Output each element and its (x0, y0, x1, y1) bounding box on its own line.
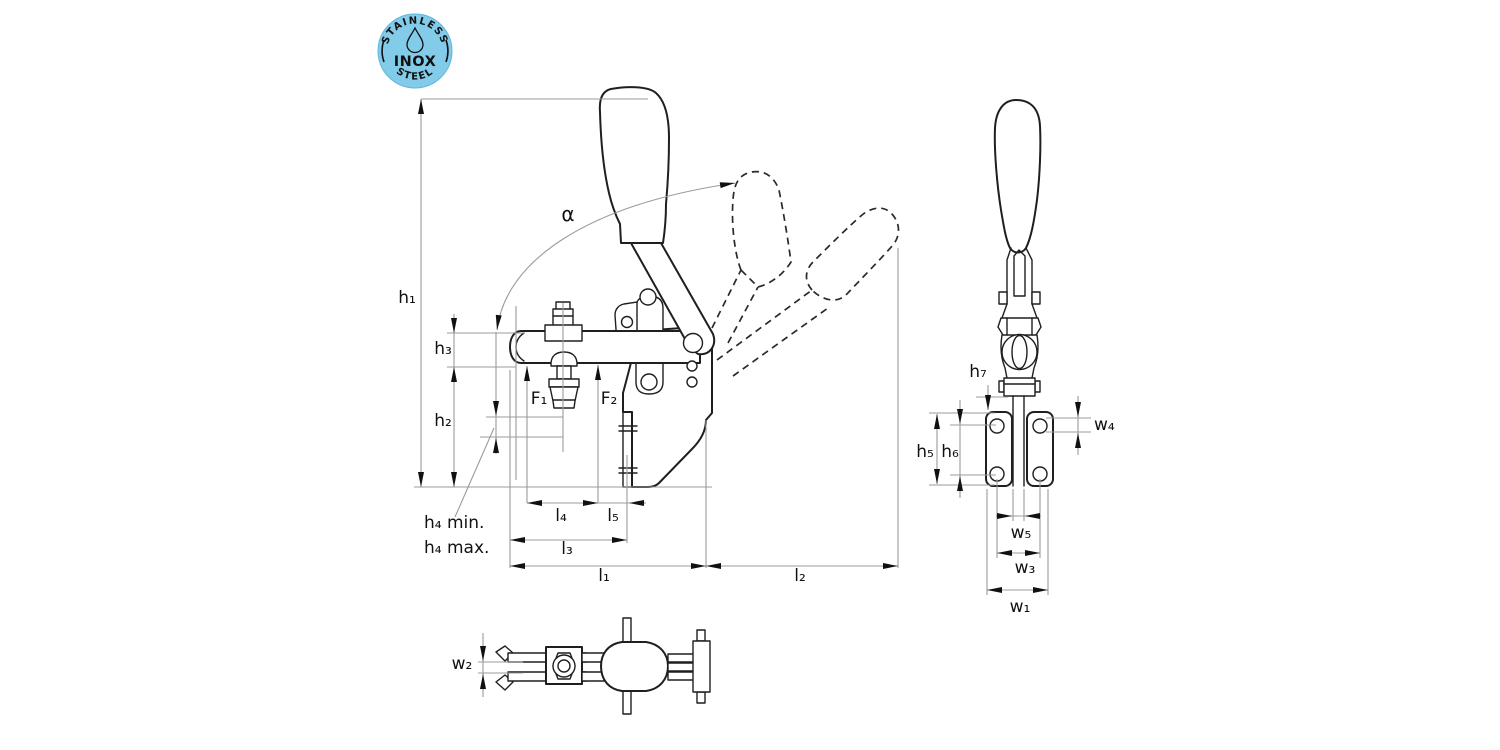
body-pivot-hole (682, 332, 704, 354)
rubber-tip (549, 386, 579, 409)
side-view-dimensions: h₁ h₃ h₂ h₄ min. h₄ max. F₁ F₂ α l₄ l₅ l… (398, 98, 899, 586)
badge-circle (377, 13, 453, 89)
mount-hole-tl (989, 418, 1005, 434)
dashed-handle-b-grip (805, 207, 900, 301)
ball-joint-lens (1011, 334, 1028, 370)
badge-inox-text: INOX (394, 54, 437, 70)
stainless-steel-badge: STAINLESS STEEL INOX (377, 13, 453, 89)
ball-joint (1001, 333, 1038, 371)
handle-grip-front (993, 99, 1042, 254)
front-view-dimensions: h₅ h₆ h₇ w₄ w₅ w₃ w₁ (916, 362, 1115, 617)
clamp-front-view (985, 99, 1054, 487)
dim-label-h7: h₇ (969, 362, 987, 382)
ball-frame (1000, 334, 1039, 379)
top-view-dimensions: w₂ (452, 633, 523, 697)
dim-label-h4-min: h₄ min. (424, 513, 484, 533)
handle-grip (598, 86, 670, 244)
dim-label-f1: F₁ (531, 389, 548, 409)
end-bracket (692, 640, 711, 693)
clamp-arm (509, 330, 701, 364)
dim-label-w2: w₂ (452, 654, 473, 674)
hex-nut-facets (1006, 317, 1033, 336)
dashed-handle-b-lever (716, 289, 829, 377)
lower-block (1003, 377, 1036, 397)
dim-label-l5: l₅ (607, 506, 619, 526)
body-hole-small-1 (686, 360, 698, 372)
spindle-neck (556, 365, 572, 380)
mount-hole-bl (989, 466, 1005, 482)
droplet-icon (406, 26, 424, 54)
dim-label-w5: w₅ (1011, 523, 1032, 543)
dim-label-l4: l₄ (555, 506, 567, 526)
bracket-tab-bottom (696, 691, 706, 704)
fork-slot (1013, 249, 1026, 297)
fork-pin-right (1031, 291, 1041, 305)
badge-bottom-textpath: STEEL (394, 66, 434, 83)
dim-label-h1: h₁ (398, 288, 416, 308)
dashed-handle-a-lever (711, 269, 759, 344)
badge-right-arc (445, 39, 449, 63)
block-tab-left (998, 380, 1005, 393)
dim-label-w1: w₁ (1010, 597, 1031, 617)
mount-hole-br (1032, 466, 1048, 482)
dim-label-w4: w₄ (1094, 415, 1115, 435)
spindle-dome-washer (550, 351, 578, 367)
bracket-tab-top (696, 629, 706, 642)
dim-label-f2: F₂ (601, 389, 618, 409)
nut-circle-inner (557, 659, 571, 673)
dim-label-h6: h₆ (941, 442, 959, 462)
dim-label-h4-max: h₄ max. (424, 538, 489, 558)
badge-left-arc (381, 39, 385, 63)
spindle-flange (548, 378, 580, 388)
dim-label-alpha: α (561, 202, 574, 226)
dim-label-h2: h₂ (434, 411, 452, 431)
clamp-top-view (495, 617, 711, 715)
mount-hole-tr (1032, 418, 1048, 434)
arm-body-top (600, 641, 669, 692)
dim-label-w3: w₃ (1015, 558, 1036, 578)
fork-shoulders (1001, 303, 1038, 319)
dim-label-h3: h₃ (434, 339, 452, 359)
hex-nut-front (997, 317, 1042, 336)
fork-pin-left (998, 291, 1008, 305)
mounting-rod (1012, 395, 1025, 487)
badge-bottom-text: STEEL (394, 66, 436, 83)
fork-outer (1006, 247, 1033, 305)
ear-hole (620, 315, 634, 329)
handle-open-positions (711, 170, 900, 377)
dim-label-l2: l₂ (794, 566, 806, 586)
block-tab-right (1034, 380, 1041, 393)
slot-plate-hatches (618, 425, 638, 474)
dim-label-l1: l₁ (598, 566, 610, 586)
body-hole-small-2 (686, 376, 698, 388)
link-lower-hole (640, 373, 658, 391)
dashed-handle-a-grip (731, 170, 792, 288)
lever-hole (639, 288, 657, 306)
clamp-side-view (509, 86, 716, 488)
dim-label-h5: h₅ (916, 442, 934, 462)
dim-label-l3: l₃ (561, 539, 573, 559)
